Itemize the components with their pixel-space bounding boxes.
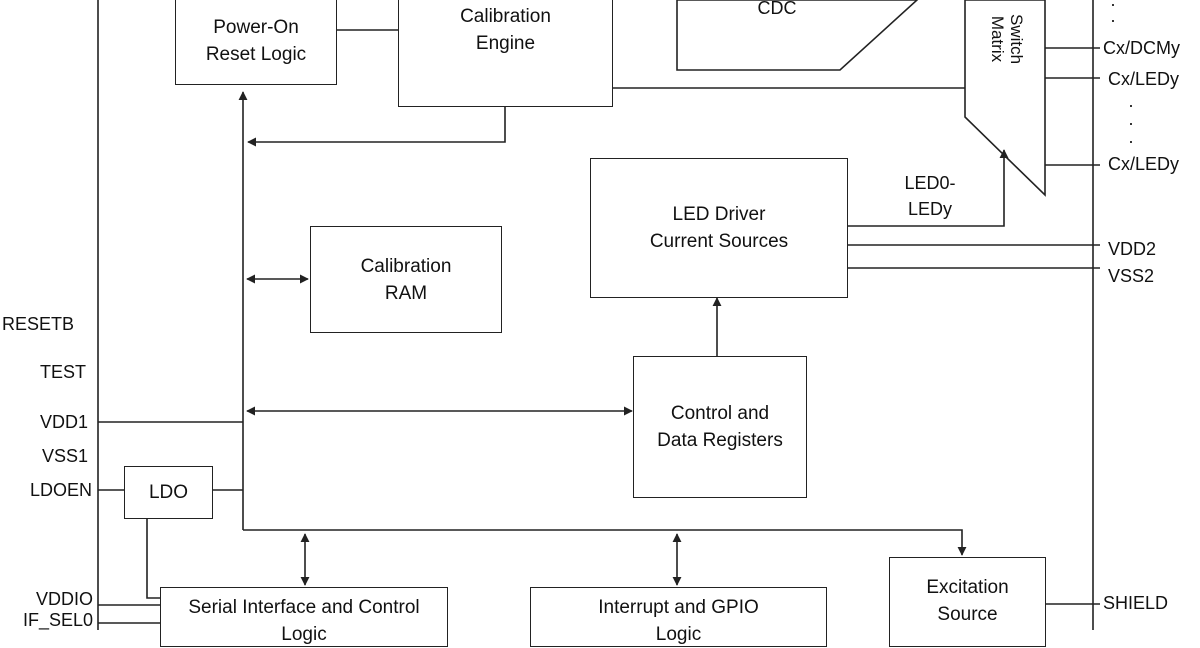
led-driver-line-2: Current Sources: [649, 231, 789, 252]
cal-ram-line-1: Calibration: [360, 255, 452, 277]
por-line-1: Power-On: [213, 16, 299, 38]
bus-to-excitation: [243, 529, 967, 556]
led-bus-label: LED0- LEDy: [890, 170, 970, 222]
pin-vdd1: VDD1: [39, 412, 88, 432]
pin-resetb: RESETB: [2, 314, 75, 334]
control-registers-block: Control and Data Registers: [633, 356, 807, 498]
pin-vss1: VSS1: [41, 446, 88, 466]
led-driver-block: LED Driver Current Sources: [590, 158, 848, 298]
pin-cx-ledy-1: Cx/LEDy: [1108, 69, 1180, 89]
led-bus-line-2: LEDy: [907, 199, 952, 219]
pin-if-sel0: IF_SEL0: [22, 610, 93, 630]
ldo-label: LDO: [148, 482, 189, 503]
led-to-matrix-arrow: [847, 149, 1009, 227]
cdc-block-shape: [676, 0, 919, 71]
excitation-line-2: Source: [937, 604, 998, 625]
led-bus-line-1: LED0-: [904, 173, 956, 193]
cdc-label: CDC: [757, 0, 797, 18]
pin-vss2: VSS2: [1108, 266, 1155, 286]
cal-ram-line-2: RAM: [384, 282, 428, 304]
switch-matrix-shape: [964, 0, 1046, 197]
ellipsis-dot: ·: [1110, 0, 1116, 14]
ldo-block: LDO: [124, 466, 213, 519]
switch-matrix-label: Switch Matrix: [988, 4, 1026, 74]
ctrl-regs-line-1: Control and: [670, 403, 770, 424]
pin-ldoen: LDOEN: [29, 480, 92, 500]
pin-test: TEST: [39, 362, 86, 382]
ldo-to-serial: [146, 519, 160, 599]
ctrl-regs-line-2: Data Registers: [657, 430, 783, 451]
calibration-engine-block: Calibration Engine: [398, 0, 613, 107]
block-diagram: [97, 0, 1100, 630]
excitation-line-1: Excitation: [926, 577, 1009, 598]
irq-gpio-line-1: Interrupt and GPIO: [598, 597, 759, 618]
pin-vdd2: VDD2: [1108, 239, 1157, 259]
calibration-ram-block: Calibration RAM: [310, 226, 502, 333]
irq-gpio-line-2: Logic: [655, 624, 702, 645]
switch-matrix-line-2: Matrix: [988, 15, 1007, 63]
cal-engine-line-1: Calibration: [460, 6, 551, 27]
ellipsis-dot: ·: [1128, 95, 1134, 115]
ellipsis-dot: ·: [1128, 131, 1134, 151]
excitation-source-block: Excitation Source: [889, 557, 1046, 647]
cal-engine-feedback: [247, 106, 506, 147]
ellipsis-dot: ·: [1128, 113, 1134, 133]
led-driver-line-1: LED Driver: [672, 204, 766, 225]
serial-if-line-2: Logic: [281, 624, 327, 645]
pin-cx-dcmy: Cx/DCMy: [1103, 38, 1180, 58]
ellipsis-dot: ·: [1110, 10, 1116, 30]
power-on-reset-block: Power-On Reset Logic: [175, 0, 337, 85]
pin-shield: SHIELD: [1103, 593, 1169, 613]
interrupt-gpio-block: Interrupt and GPIO Logic: [530, 587, 827, 647]
switch-matrix-line-1: Switch: [1007, 13, 1026, 65]
pin-cx-ledy-2: Cx/LEDy: [1108, 154, 1180, 174]
pin-vddio: VDDIO: [35, 589, 93, 609]
serial-interface-block: Serial Interface and Control Logic: [160, 587, 448, 647]
cal-engine-line-2: Engine: [475, 33, 536, 54]
serial-if-line-1: Serial Interface and Control: [188, 597, 420, 618]
por-line-2: Reset Logic: [205, 43, 307, 65]
